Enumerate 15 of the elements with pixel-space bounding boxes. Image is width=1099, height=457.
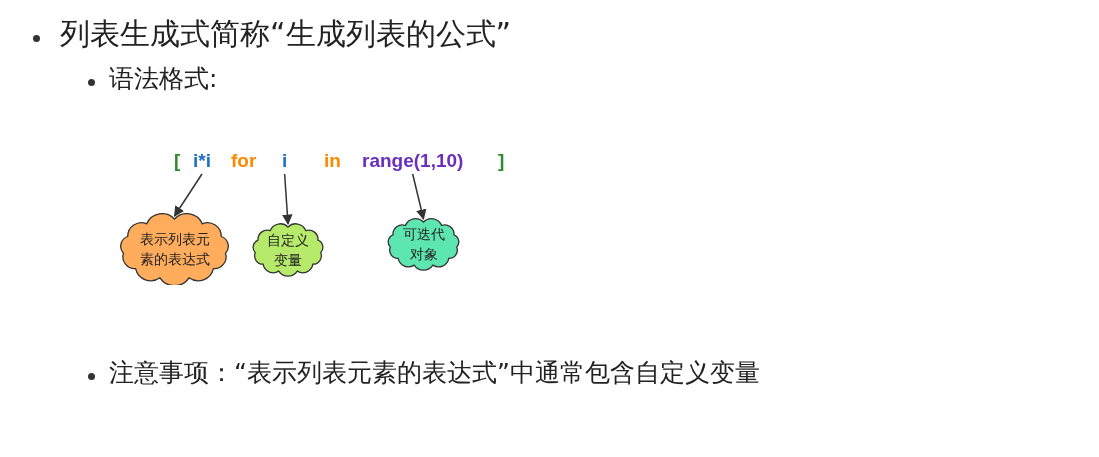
bullet-text: 列表生成式简称“生成列表的公式” — [60, 15, 512, 53]
arrow — [411, 173, 427, 220]
bullet-text: 语法格式: — [109, 63, 218, 95]
cloud-callout: 表示列表元素的表达式 — [117, 213, 232, 285]
code-token: ] — [498, 150, 505, 172]
code-token: in — [324, 150, 341, 172]
bullet-text: 注意事项：“表示列表元素的表达式”中通常包含自定义变量 — [109, 357, 760, 389]
cloud-callout: 自定义变量 — [249, 221, 327, 278]
code-token: i — [282, 150, 288, 172]
code-token: i*i — [193, 150, 211, 172]
code-token: range(1,10) — [362, 150, 464, 172]
code-token: [ — [174, 150, 181, 172]
arrow — [173, 173, 203, 217]
arrow — [282, 173, 293, 226]
code-token: for — [231, 150, 257, 172]
